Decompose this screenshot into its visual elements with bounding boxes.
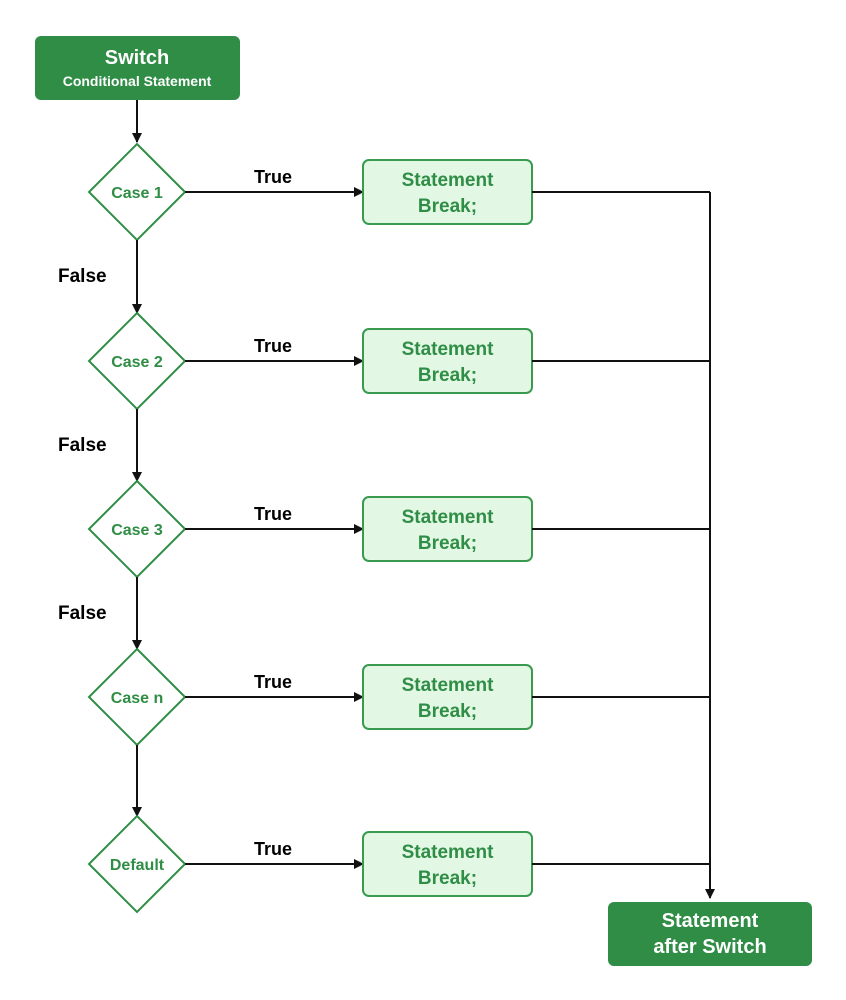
true-label: True	[254, 839, 292, 859]
statement-after-switch-node: Statement after Switch	[608, 902, 812, 966]
false-label: False	[58, 603, 107, 624]
case-diamond	[87, 814, 187, 914]
true-label: True	[254, 167, 292, 187]
statement-text: Statement	[402, 339, 495, 360]
switch-subtitle: Conditional Statement	[63, 73, 212, 89]
break-text: Break;	[418, 701, 477, 722]
true-label: True	[254, 336, 292, 356]
case-label: Case 3	[111, 522, 163, 539]
statement-text: Statement	[402, 675, 495, 696]
statement-text: Statement	[402, 170, 495, 191]
statement-text: Statement	[402, 842, 495, 863]
break-text: Break;	[418, 868, 477, 889]
false-label: False	[58, 435, 107, 456]
break-text: Break;	[418, 533, 477, 554]
end-line-2: after Switch	[653, 936, 766, 958]
case-label: Case n	[111, 690, 163, 707]
end-line-1: Statement	[662, 910, 759, 932]
case-label: Default	[110, 857, 165, 874]
true-label: True	[254, 504, 292, 524]
case-label: Case 1	[111, 185, 163, 202]
false-label: False	[58, 266, 107, 287]
break-text: Break;	[418, 196, 477, 217]
break-text: Break;	[418, 365, 477, 386]
switch-start-node: Switch Conditional Statement	[35, 36, 240, 100]
case-label: Case 2	[111, 354, 163, 371]
true-label: True	[254, 672, 292, 692]
statement-text: Statement	[402, 507, 495, 528]
switch-title: Switch	[105, 47, 169, 69]
